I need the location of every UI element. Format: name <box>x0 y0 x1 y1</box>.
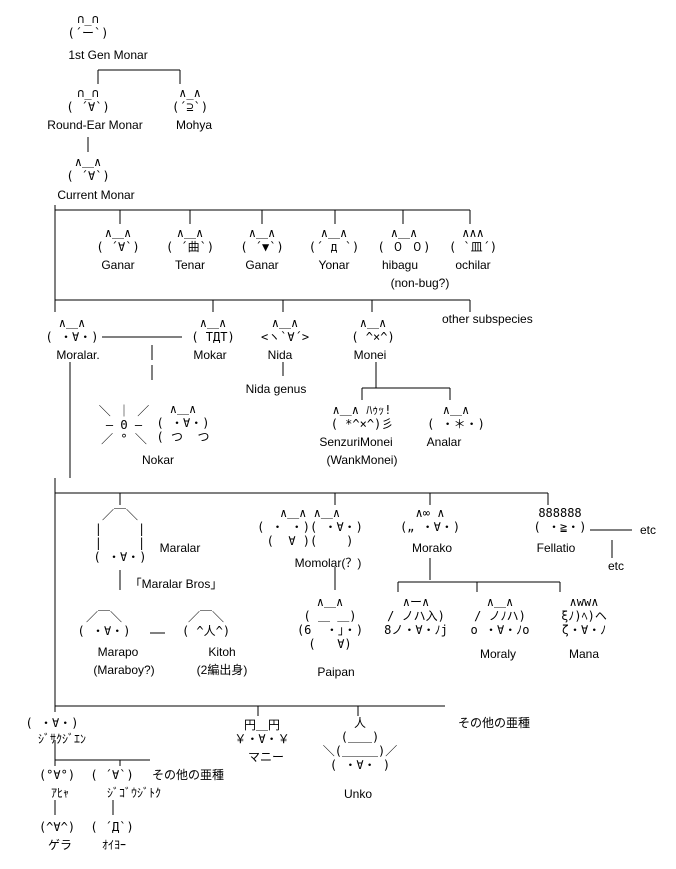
paipan-label: Paipan <box>317 665 355 679</box>
gera-label: ゲラ <box>47 838 73 852</box>
ochilar-face: ∧∧∧ ( `皿´) <box>448 226 498 254</box>
monei-face: ∧＿∧ ( ^×^) <box>351 316 395 344</box>
ganar-face-2: ∧＿∧ ( ´▼`) <box>240 226 284 254</box>
other-subspecies-label: other subspecies <box>442 312 533 326</box>
senzurimonei-label: SenzuriMonei <box>319 435 393 449</box>
momolar-label: Momolar(？) <box>294 556 362 570</box>
oiyo-face: ( ´Д`) <box>90 820 134 834</box>
ahya-label: ｱﾋｬ <box>50 786 70 800</box>
jigojitoku-face: ( ´∀`) <box>90 768 134 782</box>
jisakujien-face: ( ・∀・) <box>25 716 79 730</box>
ochilar-label: ochilar <box>455 258 491 272</box>
other-subspecies-jp-label: その他の亜種 <box>458 716 531 730</box>
paipan-face: ∧＿∧ ( ＿ ＿) (6 ・」・) ( ∀) <box>296 595 364 651</box>
kitoh-face: ／￣＼ ( ^人^) <box>181 610 231 638</box>
maralar-bros-label: 「Maralar Bros」 <box>129 577 223 591</box>
mana-label: Mana <box>568 647 600 661</box>
sun-icon: ＼ ｜ ／ ― Θ ― ／ ° ＼ <box>98 404 150 446</box>
tenar-face: ∧＿∧ ( ´曲`) <box>165 226 215 254</box>
nokar-face: ∧＿∧ ( ・∀・) ( つ つ <box>156 402 210 444</box>
marapo-label: Marapo <box>97 645 139 659</box>
current-monar-label: Current Monar <box>57 188 135 202</box>
ganar-label-2: Ganar <box>245 258 279 272</box>
senzurimonei-sub-label: (WankMonei) <box>326 453 398 467</box>
round-ear-monar-face: ∩_∩ ( ´∀`) <box>66 86 110 114</box>
unko-label: Unko <box>343 787 373 801</box>
marapo-face: ／￣＼ ( ・∀・) <box>77 610 131 638</box>
momolar-face: ∧＿∧ ∧＿∧ ( ・ ・)( ・∀・) ( ∀ )( ) <box>257 506 363 548</box>
analar-label: Analar <box>426 435 462 449</box>
morako-face: ∧∞ ∧ („ ・∀・) <box>399 506 461 534</box>
kitoh-sub-label: (2編出身) <box>196 663 248 677</box>
fellatio-face: 888888 ( ・≧・) <box>533 506 587 534</box>
ganar-label-1: Ganar <box>101 258 135 272</box>
monei-label: Monei <box>353 348 387 362</box>
etc-label-1: etc <box>639 523 657 537</box>
moraly-label: Moraly <box>479 647 517 661</box>
moraly-face: ∧＿∧ / ノﾉハ) o ・∀・ﾉo <box>470 595 530 637</box>
hibagu-label: hibagu <box>381 258 419 272</box>
jigojitoku-label: ｼﾞｺﾞｳｼﾞﾄｸ <box>106 786 162 800</box>
other-subspecies-jp-label-2: その他の亜種 <box>152 768 225 782</box>
jisakujien-label: ｼﾞｻｸｼﾞｴﾝ <box>37 732 87 746</box>
maralar-face: ／￣＼ | | | | ( ・∀・) <box>93 508 147 564</box>
mokar-face: ∧＿∧ ( TДT) <box>191 316 235 344</box>
mohya-label: Mohya <box>175 118 213 132</box>
ahya-face: (°∀°) <box>38 768 76 782</box>
nida-label: Nida <box>267 348 293 362</box>
current-monar-face: ∧＿∧ ( ´∀`) <box>66 155 110 183</box>
mana-face: ∧ww∧ ξﾉ)ﾍ)ヘ ζ・∀・ﾉ <box>561 595 607 637</box>
hibagu-sub-label: (non-bug?) <box>390 276 450 290</box>
mokar-label: Mokar <box>193 348 227 362</box>
mohya-face: ∧_∧ (´⊇`) <box>171 86 209 114</box>
yonar-label: Yonar <box>318 258 350 272</box>
ganar-face-1: ∧＿∧ ( ´∀`) <box>96 226 140 254</box>
fellatio-label: Fellatio <box>536 541 576 555</box>
unko-face: 人 (＿＿) ＼(＿＿＿)／ ( ・∀・ ) <box>322 716 398 772</box>
oiyo-label: ｵｲﾖｰ <box>101 838 127 852</box>
moralar-face: ∧＿∧ ( ・∀・) <box>45 316 99 344</box>
first-gen-monar-label: 1st Gen Monar <box>68 48 148 62</box>
kitoh-label: Kitoh <box>208 645 236 659</box>
morako-label: Morako <box>411 541 453 555</box>
nida-genus-label: Nida genus <box>245 382 307 396</box>
maralar-label: Maralar <box>159 541 201 555</box>
hibagu-face: ∧＿∧ ( ０ ０) <box>377 226 431 254</box>
nokar-label: Nokar <box>141 453 175 467</box>
etc-label-2: etc <box>607 559 625 573</box>
yonar-face: ∧＿∧ (´ д `) <box>308 226 360 254</box>
round-ear-monar-label: Round-Ear Monar <box>47 118 143 132</box>
gera-face: (^∀^) <box>38 820 76 834</box>
marapo-sub-label: (Maraboy?) <box>93 663 155 677</box>
money-label: マニー <box>247 750 285 764</box>
nida-face: ∧＿∧ <ヽ`∀´> <box>260 316 310 344</box>
money-face: 円＿円 ￥・∀・￥ <box>234 718 290 746</box>
tenar-label: Tenar <box>174 258 206 272</box>
analar-face: ∧＿∧ ( ・＊・) <box>427 403 485 431</box>
morako-child-face: ∧ー∧ / ノハ入) 8ノ・∀・ﾉj <box>384 595 448 637</box>
moralar-label: Moralar. <box>56 348 100 362</box>
first-gen-monar-face: ∩_∩ (´ー`) <box>67 12 109 40</box>
senzurimonei-face: ∧＿∧ ﾊｩｯ! ( *^×^)彡 <box>330 403 394 431</box>
